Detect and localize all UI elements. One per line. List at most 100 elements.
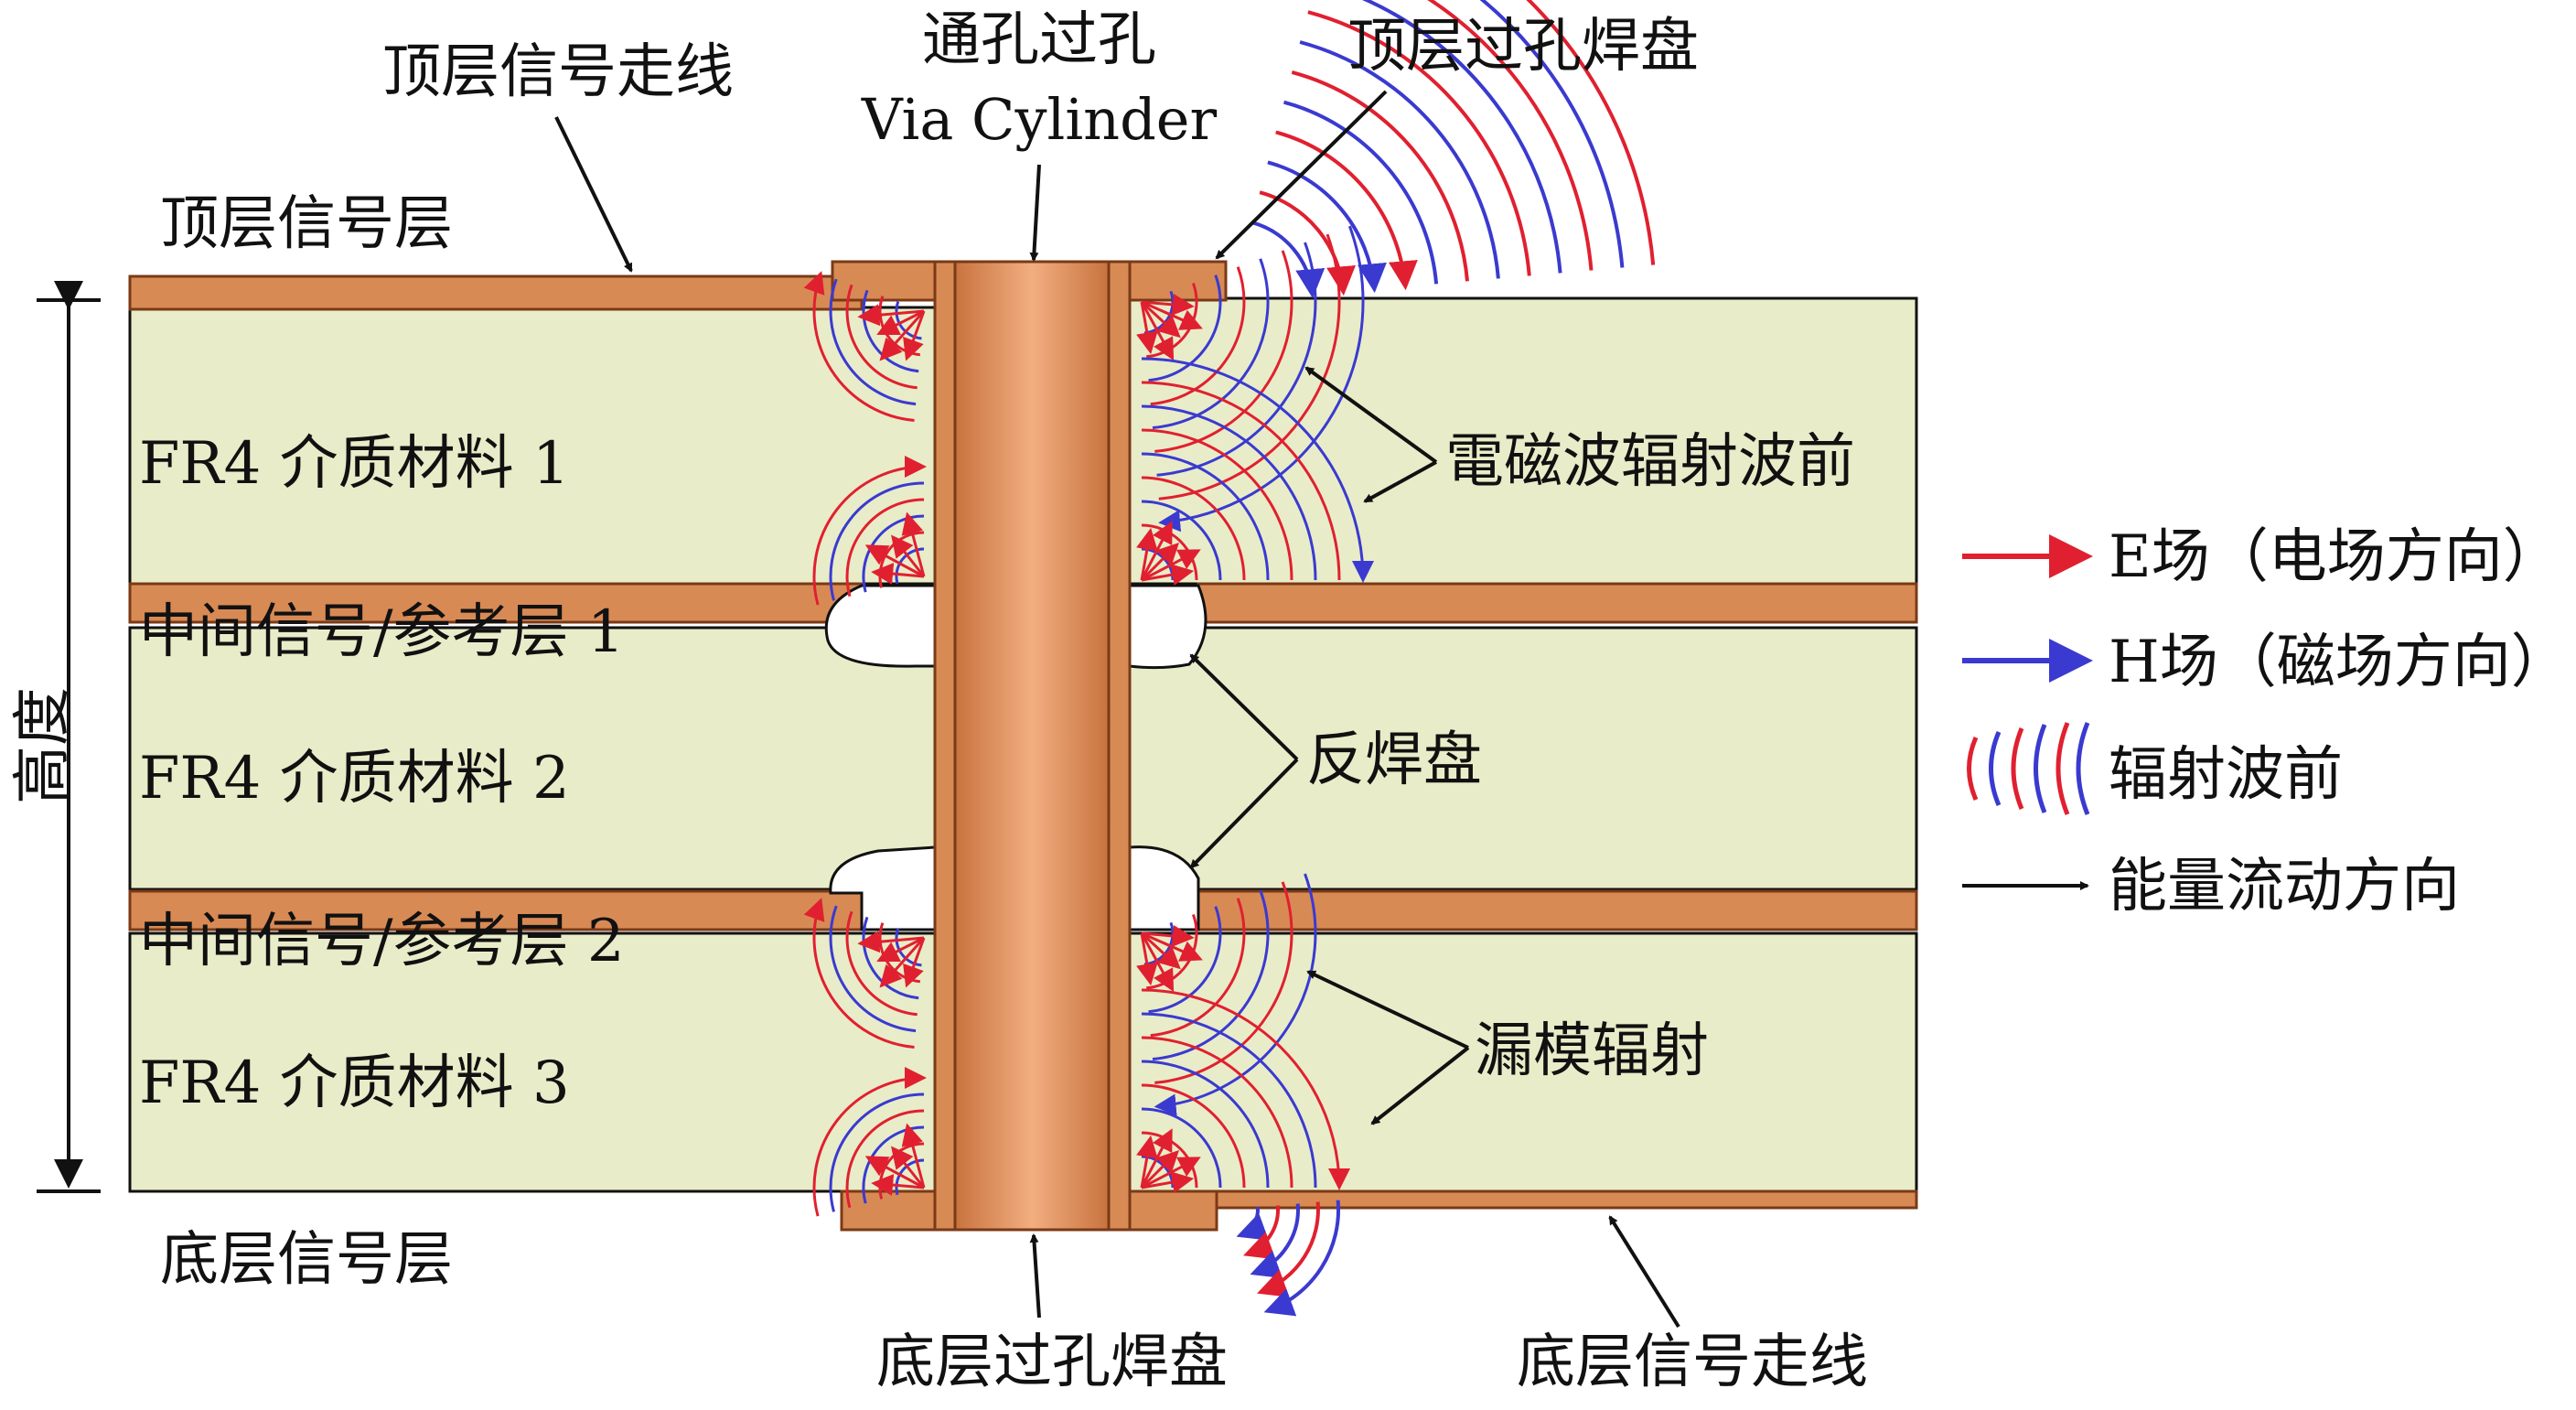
h-field-line (1141, 357, 1374, 583)
top-signal-trace (128, 274, 864, 311)
e-field-line (903, 937, 926, 988)
top-trace-label: 顶层信号走线 (382, 38, 734, 106)
e-field-line (1154, 250, 1293, 453)
legend-label: E场（电场方向） (2109, 523, 2561, 591)
e-field-line (1141, 1083, 1246, 1189)
h-field-wavefront (1479, 0, 1625, 268)
h-field-line (1152, 258, 1270, 429)
bottom-trace-label: 底层信号走线 (1517, 1329, 1868, 1396)
antipad-1-right (1128, 584, 1208, 670)
e-field-line (891, 1146, 926, 1189)
wavefront-callout-a (1304, 366, 1438, 464)
h-field-leak (1236, 1207, 1270, 1241)
h-field-wavefront (1361, 0, 1562, 274)
e-field-line (876, 309, 925, 336)
top-layer-label: 顶层信号层 (160, 190, 453, 258)
legend-item-wavefront: 辐射波前 (1967, 722, 2343, 815)
legend: E场（电场方向） H场（磁场方向） 辐射波前 能量流动方向 (1962, 523, 2570, 920)
e-field-line (901, 1123, 926, 1189)
e-field-line (803, 898, 915, 1049)
h-field-leak (1250, 1203, 1300, 1278)
e-field-line (1150, 266, 1246, 406)
bottom-pad-label: 底层过孔焊盘 (876, 1329, 1228, 1396)
antipad-1-left (824, 584, 937, 668)
e-field-line (1150, 898, 1246, 1038)
e-field-line (845, 1109, 925, 1209)
e-field-line (1140, 301, 1175, 361)
labels: 顶层信号走线 通孔过孔 Via Cylinder 顶层过孔焊盘 顶层信号层 FR… (139, 6, 1868, 1396)
legend-item-e-field: E场（电场方向） (1962, 523, 2561, 591)
height-dimension: 高度 (9, 281, 101, 1193)
e-field-wavefront (1427, 0, 1594, 271)
legend-label: H场（磁场方向） (2109, 629, 2570, 696)
e-field-line (1141, 564, 1195, 586)
via-barrel (953, 260, 1111, 1232)
e-field-line (1141, 988, 1350, 1190)
e-field-line (1141, 1131, 1198, 1189)
e-field-line (1140, 300, 1181, 339)
mid-layer-2-label: 中间信号/参考层 2 (139, 908, 625, 975)
bottom-layer-label: 底层信号层 (160, 1226, 453, 1294)
e-field-line (1141, 1036, 1293, 1189)
h-field-leak (1263, 1200, 1341, 1317)
h-field-line (1141, 1060, 1270, 1189)
e-field-line (1141, 549, 1201, 582)
e-field-line (903, 310, 926, 361)
height-label: 高度 (9, 687, 77, 804)
e-field-line (1141, 476, 1246, 581)
e-field-line (1136, 1135, 1158, 1189)
h-field-line (1148, 274, 1222, 382)
h-field-line (1141, 500, 1222, 581)
via-barrel-wall-right (1107, 260, 1132, 1232)
h-field-line (829, 1092, 925, 1212)
e-field-wavefront (1275, 130, 1418, 291)
via-callout (1029, 164, 1041, 262)
e-field-line (1141, 1171, 1195, 1193)
h-field-wavefront (1267, 160, 1387, 294)
e-field-line (857, 931, 925, 953)
h-field-line (1152, 889, 1270, 1060)
fr4-layer-2-right (1128, 626, 1918, 891)
e-field-line (1154, 881, 1293, 1084)
e-field-line (857, 304, 925, 327)
h-field-line (829, 278, 917, 406)
antipads (824, 584, 1208, 931)
legend-item-energy-flow: 能量流动方向 (1962, 853, 2460, 920)
e-field-line (845, 910, 918, 1017)
e-field-line (812, 456, 927, 606)
h-field-line (1141, 452, 1270, 581)
via-barrel-wall-left (933, 260, 957, 1232)
e-field-line (1136, 527, 1158, 581)
antipad-callout-b (1189, 758, 1299, 869)
e-field-line (812, 1067, 927, 1217)
leakage-callout-b (1370, 1046, 1470, 1125)
fr4-layer-2 (128, 626, 937, 891)
e-field-line (864, 1156, 925, 1189)
e-field-line (1141, 300, 1203, 330)
fr4-layer-1 (128, 306, 937, 586)
leakage-label: 漏模辐射 (1475, 1017, 1709, 1085)
h-field-line (1141, 404, 1317, 581)
e-field-leak (1257, 1201, 1320, 1297)
h-field-wavefront (1299, 40, 1500, 279)
legend-label: 能量流动方向 (2109, 853, 2460, 920)
h-field-wavefront (1283, 100, 1439, 285)
fr4-3-label: FR4 介质材料 3 (139, 1049, 570, 1117)
top-pad-callout (1215, 90, 1388, 260)
e-field-line (1141, 381, 1341, 581)
e-field-line (901, 511, 926, 577)
e-field-wavefront (1307, 10, 1531, 276)
mid-plane-1-left (128, 582, 864, 624)
h-field-line (829, 905, 917, 1033)
e-field-line (879, 310, 926, 361)
e-field-line (1141, 931, 1203, 962)
mid-layer-1-label: 中间信号/参考层 1 (139, 598, 625, 666)
e-field-line (845, 284, 918, 390)
em-wavefront-label: 電磁波辐射波前 (1445, 428, 1855, 496)
e-field-line (803, 271, 915, 422)
via-label-cn: 通孔过孔 (922, 6, 1156, 74)
e-field-line (1141, 925, 1195, 947)
h-field-line (1154, 873, 1317, 1116)
antipad-2-right (1128, 845, 1200, 931)
antipad-callout-a (1189, 653, 1299, 761)
